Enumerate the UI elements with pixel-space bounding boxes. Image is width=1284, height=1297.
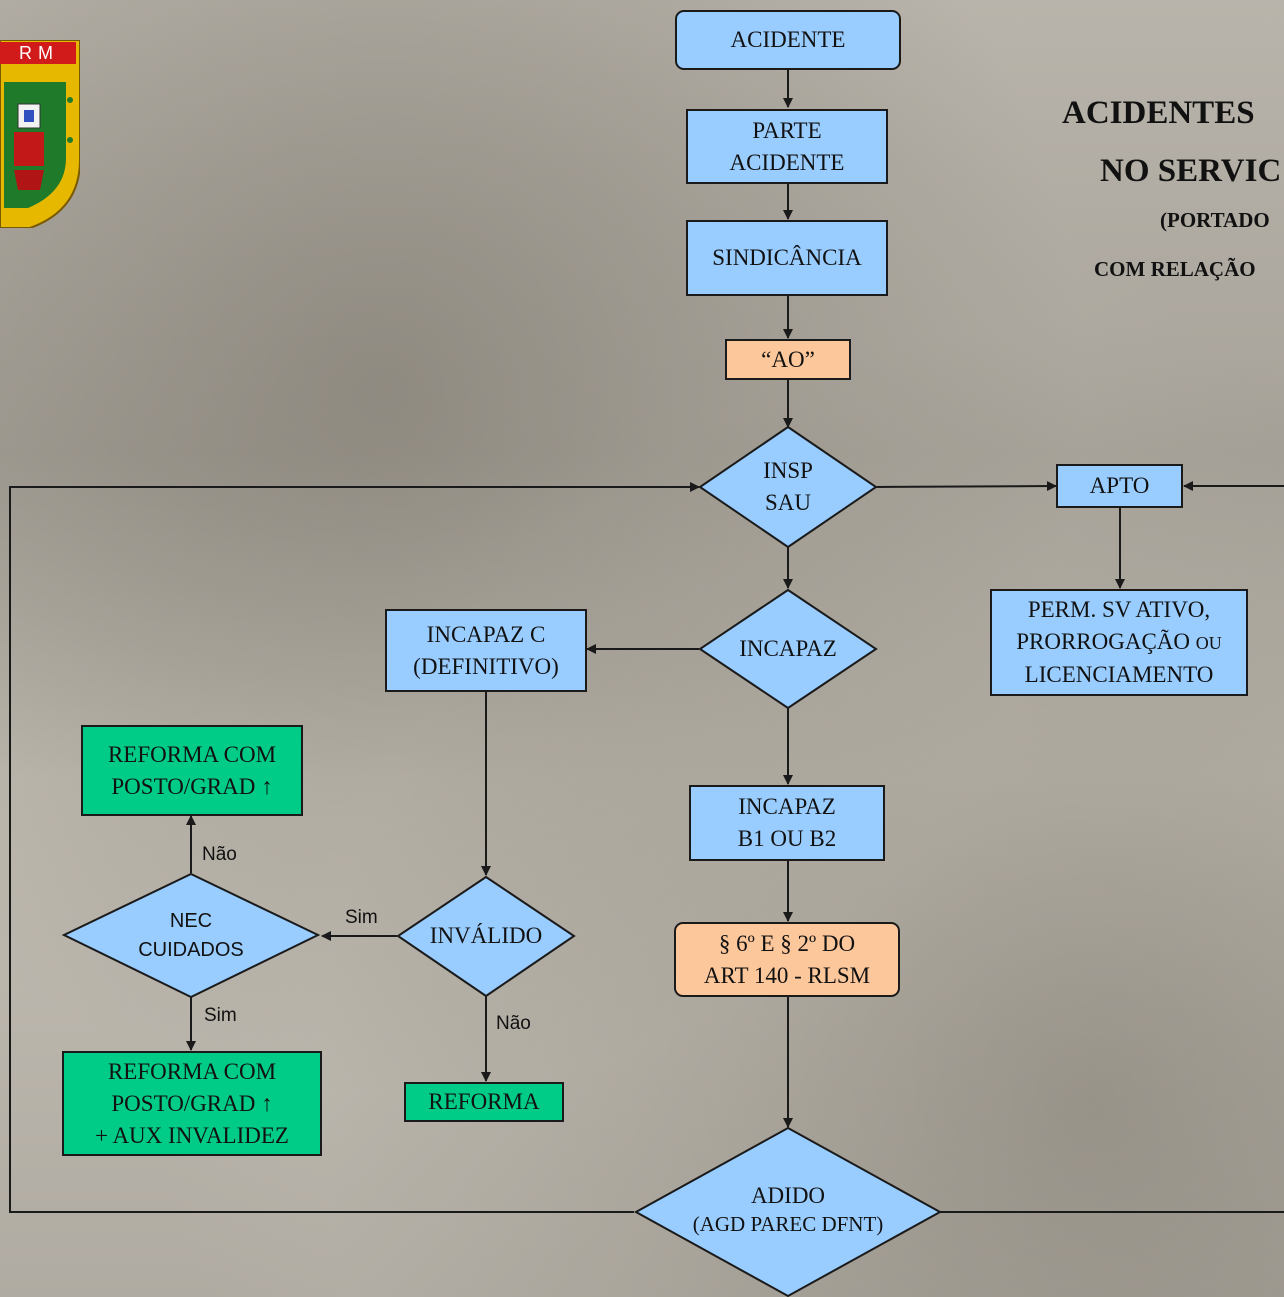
- nec-line1: NEC: [169, 910, 213, 932]
- node-acidente-label: ACIDENTE: [730, 27, 846, 52]
- node-incapaz-c: INCAPAZ C (DEFINITIVO): [385, 609, 587, 692]
- reforma-aux-line2: POSTO/GRAD ↑: [111, 1090, 273, 1116]
- edge-adido-loop-insp: [9, 482, 700, 1213]
- perm-line1: PERM. SV ATIVO,: [1027, 597, 1211, 622]
- label-sim-nec: Sim: [204, 1005, 237, 1026]
- node-incapaz-b: INCAPAZ B1 OU B2: [689, 785, 885, 861]
- node-apto-label: APTO: [1089, 473, 1150, 498]
- perm-line2: PRORROGAÇÃO OU: [1016, 626, 1222, 659]
- insp-sau-text: INSP SAU: [718, 455, 858, 519]
- perm-line2a: PRORROGAÇÃO: [1016, 629, 1191, 654]
- node-perm-sv-ativo: PERM. SV ATIVO, PRORROGAÇÃO OU LICENCIAM…: [990, 589, 1248, 696]
- rm-shield-icon: [0, 39, 81, 229]
- incapaz-text: INCAPAZ: [718, 633, 858, 665]
- node-parte-line2: ACIDENTE: [729, 149, 845, 175]
- decision-insp-sau: [698, 425, 878, 549]
- invalido-label: INVÁLIDO: [429, 923, 543, 948]
- reforma-label: REFORMA: [428, 1089, 540, 1114]
- adido-line1: ADIDO: [750, 1183, 826, 1208]
- subtitle-line1: (PORTADO: [1160, 208, 1270, 232]
- nec-line2: CUIDADOS: [138, 939, 244, 961]
- node-reforma-aux: REFORMA COM POSTO/GRAD ↑ + AUX INVALIDEZ: [62, 1051, 322, 1156]
- logo: RM: [0, 39, 81, 229]
- adido-line2: (AGD PAREC DFNT): [692, 1212, 884, 1236]
- subtitle-line2: COM RELAÇÃO: [1094, 257, 1256, 281]
- incapaz-c-line2: (DEFINITIVO): [413, 653, 559, 679]
- incapaz-label: INCAPAZ: [739, 636, 837, 661]
- node-sindicancia-label: SINDICÂNCIA: [712, 245, 862, 270]
- node-ao-label: “AO”: [761, 346, 815, 372]
- art-line1: § 6º E § 2º DO: [718, 930, 856, 956]
- decision-nec-cuidados: [61, 872, 321, 999]
- art-line2: ART 140 - RLSM: [703, 962, 871, 988]
- node-sindicancia: SINDICÂNCIA: [686, 220, 888, 296]
- node-parte-acidente: PARTE ACIDENTE: [686, 109, 888, 184]
- node-ao: “AO”: [725, 339, 851, 380]
- insp-line1: INSP: [763, 458, 813, 483]
- title-line1: ACIDENTES: [1062, 95, 1255, 131]
- edge-insp-apto: [875, 481, 1057, 492]
- node-reforma: REFORMA: [404, 1082, 564, 1122]
- title-line2: NO SERVIC: [1100, 153, 1282, 189]
- decision-incapaz: [698, 588, 878, 710]
- incapaz-b-line1: INCAPAZ: [738, 794, 836, 819]
- node-art-140: § 6º E § 2º DO ART 140 - RLSM: [674, 922, 900, 997]
- reforma-aux-line3: + AUX INVALIDEZ: [95, 1122, 289, 1148]
- reforma-aux-line1: REFORMA COM: [107, 1058, 277, 1084]
- decision-invalido: [396, 875, 576, 998]
- label-sim-invalido: Sim: [345, 907, 378, 928]
- decision-adido: [633, 1126, 943, 1297]
- insp-line2: SAU: [764, 490, 811, 515]
- incapaz-c-line1: INCAPAZ C: [426, 621, 546, 647]
- node-apto: APTO: [1056, 464, 1183, 508]
- node-acidente: ACIDENTE: [675, 10, 901, 70]
- reforma-up-line1: REFORMA COM: [107, 741, 277, 767]
- label-nao-nec: Não: [202, 844, 237, 865]
- incapaz-b-line2: B1 OU B2: [737, 826, 837, 851]
- nec-cuidados-text: NEC CUIDADOS: [101, 906, 281, 966]
- perm-line2b: OU: [1195, 633, 1222, 653]
- logo-text: RM: [19, 43, 59, 63]
- node-reforma-up: REFORMA COM POSTO/GRAD ↑: [81, 725, 303, 816]
- reforma-up-line2: POSTO/GRAD ↑: [111, 773, 273, 799]
- perm-line3: LICENCIAMENTO: [1024, 662, 1214, 687]
- adido-text: ADIDO (AGD PAREC DFNT): [672, 1180, 904, 1240]
- label-nao-invalido: Não: [496, 1013, 531, 1034]
- node-parte-line1: PARTE: [752, 117, 822, 143]
- invalido-text: INVÁLIDO: [406, 920, 566, 952]
